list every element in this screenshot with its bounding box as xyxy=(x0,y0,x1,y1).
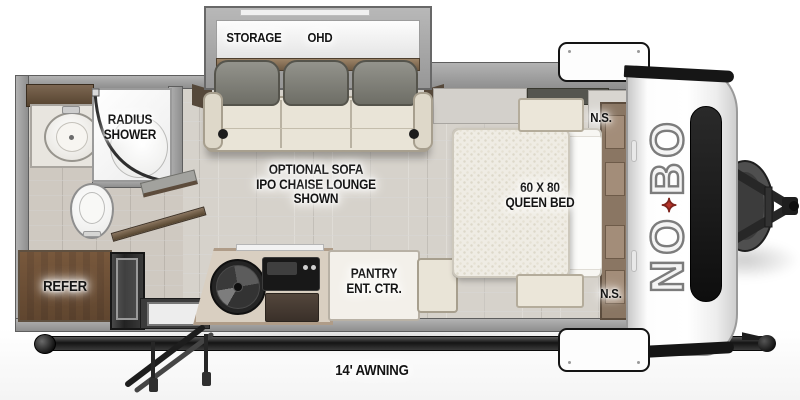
cap-marker-light-1 xyxy=(631,140,637,162)
oven-drawer xyxy=(265,293,319,322)
ohd-label: OHD xyxy=(307,30,333,45)
radius-shower-line2: SHOWER xyxy=(103,126,157,142)
front-window xyxy=(690,106,722,302)
sofa-back-cushion-2 xyxy=(283,60,349,106)
queen-bed-mattress xyxy=(452,128,570,278)
sofa-seat-divider-1 xyxy=(280,100,282,148)
brand-text-left: NO xyxy=(640,213,694,294)
sofa-armrest-right xyxy=(413,92,433,150)
kitchen-sink-hub xyxy=(233,282,243,292)
radius-shower-label: RADIUS SHOWER xyxy=(91,112,168,142)
sofa-back-cushion-3 xyxy=(352,60,418,106)
awning-bar-right-cap xyxy=(742,332,776,340)
screw-icon xyxy=(568,361,571,364)
stove-knob-1 xyxy=(303,265,308,270)
sofa-seat-divider-2 xyxy=(350,100,352,148)
brand-logo: NO✦BO xyxy=(640,116,694,294)
nightstand-bottom xyxy=(516,274,584,308)
toilet-seat xyxy=(79,192,105,224)
brand-text-right: BO xyxy=(640,116,694,197)
slideout-skylight xyxy=(240,9,370,16)
sofa-note-line1: OPTIONAL SOFA xyxy=(268,162,364,177)
wardrobe-door-2 xyxy=(605,162,625,196)
pantry-cabinet xyxy=(328,250,420,321)
awning-bar-left-cap xyxy=(34,334,56,354)
cap-marker-light-2 xyxy=(631,250,637,272)
sink-drain xyxy=(69,135,74,140)
stove-knob-2 xyxy=(311,265,316,270)
entry-door xyxy=(110,252,145,330)
backsplash xyxy=(236,244,324,251)
wardrobe-door-4 xyxy=(605,270,625,304)
refrigerator-label: REFER xyxy=(43,278,87,295)
nightstand-top xyxy=(518,98,584,132)
awning-bar-right-end xyxy=(758,335,776,352)
storage-label: STORAGE xyxy=(226,30,282,45)
toilet-hinge xyxy=(83,231,101,237)
faucet-icon xyxy=(62,106,80,114)
bed-type-line: QUEEN BED xyxy=(505,194,575,210)
pantry-line2: ENT. CTR. xyxy=(346,280,402,296)
pantry-line1: PANTRY xyxy=(350,266,398,281)
sofa-armrest-left xyxy=(203,92,223,150)
radius-shower-line1: RADIUS xyxy=(107,112,153,127)
screw-icon xyxy=(637,361,640,364)
storage-compartment-bottom xyxy=(558,328,650,372)
awning-label: 14' AWNING xyxy=(335,362,409,379)
entry-steps xyxy=(125,325,214,393)
storage-shelf xyxy=(216,20,420,60)
compass-star-icon: ✦ xyxy=(660,197,682,214)
screw-icon xyxy=(568,50,571,53)
nightstand-top-label: N.S. xyxy=(590,110,612,125)
cupholder-right xyxy=(409,129,419,139)
cupholder-left xyxy=(218,129,228,139)
wardrobe-door-3 xyxy=(605,225,625,259)
sofa-front-seam xyxy=(210,128,426,129)
bed-foot-bench xyxy=(417,258,458,313)
queen-bed-label: 60 X 80 QUEEN BED xyxy=(485,180,594,210)
sofa-back-cushion-1 xyxy=(214,60,280,106)
wardrobe-door-1 xyxy=(605,115,625,149)
shower-pan xyxy=(110,116,168,178)
sofa-note-line2: IPO CHAISE LOUNGE SHOWN xyxy=(256,176,376,207)
stove-grate xyxy=(267,262,297,275)
entry-door-frame xyxy=(116,258,138,320)
sofa-note-label: OPTIONAL SOFA IPO CHAISE LOUNGE SHOWN xyxy=(239,162,394,207)
bed-size-line: 60 X 80 xyxy=(520,180,560,195)
pantry-label: PANTRY ENT. CTR. xyxy=(332,266,416,296)
nightstand-bottom-label: N.S. xyxy=(600,286,622,301)
front-counter-slab xyxy=(433,88,527,124)
screw-icon xyxy=(637,50,640,53)
